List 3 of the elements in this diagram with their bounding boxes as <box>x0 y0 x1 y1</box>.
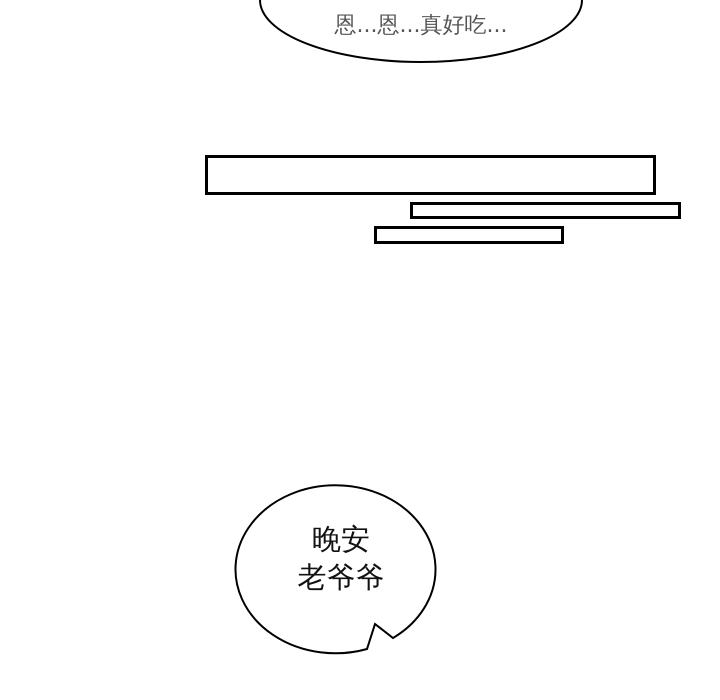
dialogue-text: 恩...恩...真好吃... <box>334 12 508 40</box>
dialogue-text: 晚安 <box>311 521 371 558</box>
dialogue-text: 老爷爷 <box>296 559 386 596</box>
